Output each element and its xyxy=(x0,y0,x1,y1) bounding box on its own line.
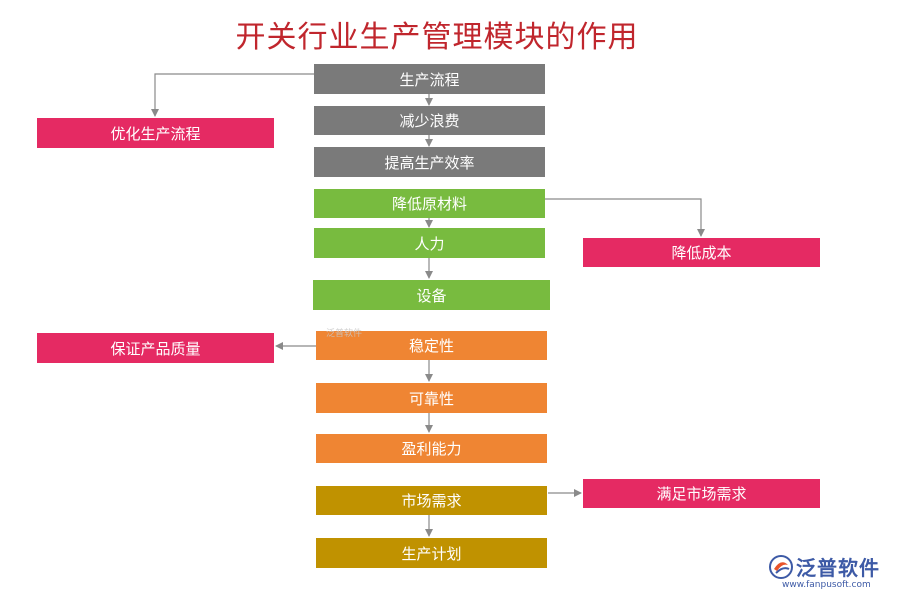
step-market-demand: 市场需求 xyxy=(316,486,547,515)
logo-name: 泛普软件 xyxy=(796,556,880,580)
logo-url: www.fanpusoft.com xyxy=(782,580,871,590)
outcome-meet-demand: 满足市场需求 xyxy=(583,479,820,508)
diagram-title: 开关行业生产管理模块的作用 xyxy=(235,20,639,55)
outcome-optimize-process: 优化生产流程 xyxy=(37,118,274,148)
connector-material-cost xyxy=(545,198,705,237)
step-production-plan: 生产计划 xyxy=(316,538,547,568)
fanpu-logo: 泛普软件 www.fanpusoft.com xyxy=(768,552,894,594)
watermark-small: 泛普软件 xyxy=(326,329,363,339)
outcome-reduce-cost: 降低成本 xyxy=(583,238,820,267)
step-stability: 稳定性 xyxy=(316,331,547,360)
step-reduce-materials: 降低原材料 xyxy=(314,189,545,218)
step-profitability: 盈利能力 xyxy=(316,434,547,463)
outcome-ensure-quality: 保证产品质量 xyxy=(37,333,274,363)
step-reliability: 可靠性 xyxy=(316,383,547,413)
step-production-process: 生产流程 xyxy=(314,64,545,94)
step-labor: 人力 xyxy=(314,228,545,258)
fanpu-logo-icon xyxy=(769,555,793,579)
connector-process-optimize xyxy=(151,73,314,117)
step-reduce-waste: 减少浪费 xyxy=(314,106,545,135)
step-equipment: 设备 xyxy=(313,280,550,310)
step-improve-efficiency: 提高生产效率 xyxy=(314,147,545,177)
